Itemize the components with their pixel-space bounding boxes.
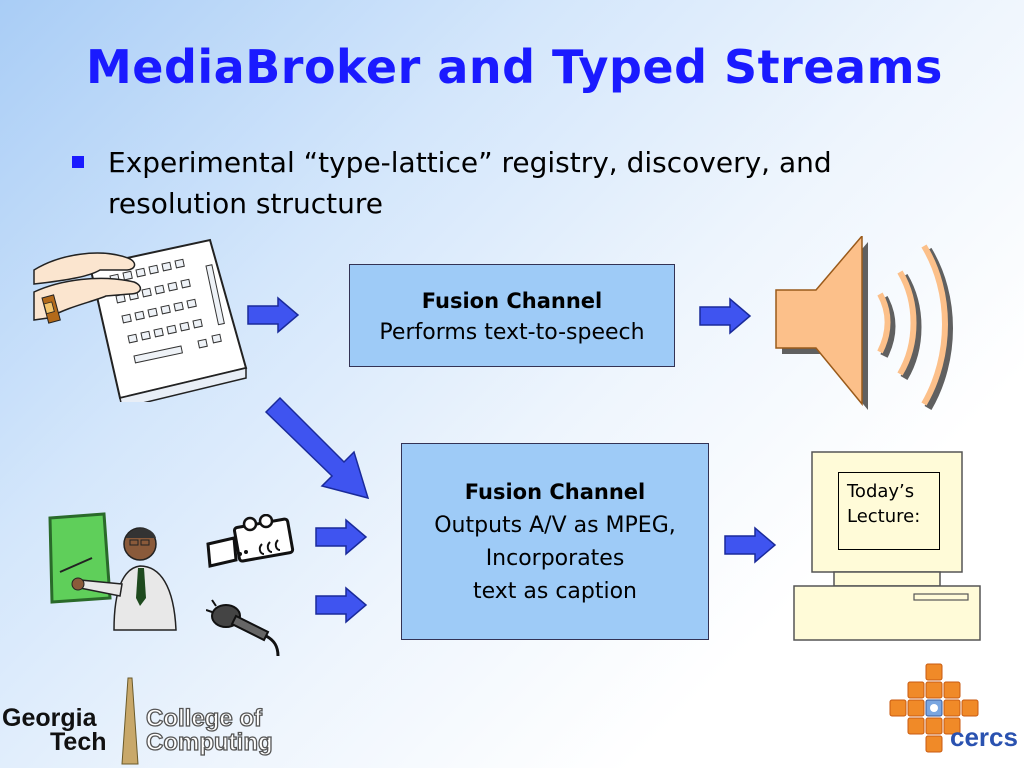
fusion-channel-heading: Fusion Channel	[464, 480, 646, 504]
bullet-text: Experimental “type-lattice” registry, di…	[108, 146, 832, 220]
microphone-icon	[206, 599, 280, 657]
arrow-camera-to-bottom-channel	[315, 518, 368, 556]
logo-college-of: College of	[146, 705, 263, 732]
fusion-channel-text-to-speech: Fusion Channel Performs text-to-speech	[349, 264, 675, 367]
arrow-bottom-channel-to-computer	[724, 526, 777, 564]
slide-title: MediaBroker and Typed Streams	[86, 40, 943, 94]
arrow-top-channel-to-speaker	[699, 297, 752, 335]
georgia-tech-college-of-computing-logo: Georgia Tech College of Computing	[2, 677, 273, 765]
fusion-channel-line-3: text as caption	[472, 579, 638, 604]
fusion-channel-description: Performs text-to-speech	[379, 320, 645, 345]
keyboard-icon	[33, 238, 248, 402]
presenter-icon	[48, 512, 177, 631]
speaker-icon	[775, 236, 953, 411]
cercs-logo: cercs	[889, 663, 1018, 753]
arrow-keyboard-to-bottom-channel	[264, 396, 370, 500]
fusion-channel-heading: Fusion Channel	[421, 289, 603, 313]
logo-georgia: Georgia	[2, 704, 98, 732]
arrow-microphone-to-bottom-channel	[315, 586, 368, 624]
cercs-logo-text: cercs	[950, 722, 1018, 752]
logo-computing: Computing	[146, 729, 273, 756]
bullet-square-icon	[72, 156, 84, 168]
fusion-channel-line-1: Outputs A/V as MPEG,	[434, 513, 676, 538]
monitor-screen-label: Today’s Lecture:	[838, 472, 940, 550]
fusion-channel-line-2: Incorporates	[485, 546, 625, 571]
fusion-channel-av-mpeg: Fusion Channel Outputs A/V as MPEG, Inco…	[401, 443, 709, 640]
arrow-keyboard-to-top-channel	[247, 296, 300, 334]
video-camera-icon	[206, 514, 295, 568]
logo-tech: Tech	[50, 728, 107, 756]
